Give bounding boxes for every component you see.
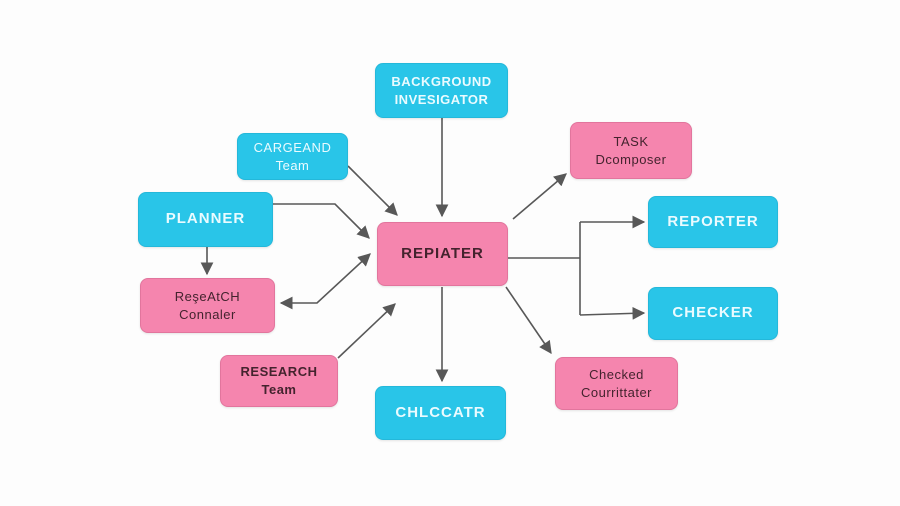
node-cargeand-team[interactable]: CARGEAND Team [237, 133, 348, 180]
node-research-coordinator[interactable]: ReşeAtCH Connaler [140, 278, 275, 333]
node-research-team[interactable]: RESEARCH Team [220, 355, 338, 407]
edge-repiater-checker [579, 306, 646, 320]
edge-cargeand-team-repiater [347, 165, 398, 216]
node-background-investigator[interactable]: BACKGROUND INVESIGATOR [375, 63, 508, 118]
edge-planner-repiater [273, 203, 370, 239]
node-task-dcomposer[interactable]: TASK Dcomposer [570, 122, 692, 179]
edge-repiater-checked-courrinater [505, 286, 552, 355]
node-planner[interactable]: PLANNER [138, 192, 273, 247]
node-checker[interactable]: CHECKER [648, 287, 778, 340]
node-reporter[interactable]: REPORTER [648, 196, 778, 248]
node-repiater[interactable]: REPIATER [377, 222, 508, 286]
edge-repiater-research-coordinator [279, 253, 371, 310]
edge-repiater-task-dcomposer [512, 173, 567, 220]
edge-research-team-repiater [337, 303, 396, 359]
node-chlccatr[interactable]: CHLCCATR [375, 386, 506, 440]
node-checked-courrinater[interactable]: Checked Courrittater [555, 357, 678, 410]
